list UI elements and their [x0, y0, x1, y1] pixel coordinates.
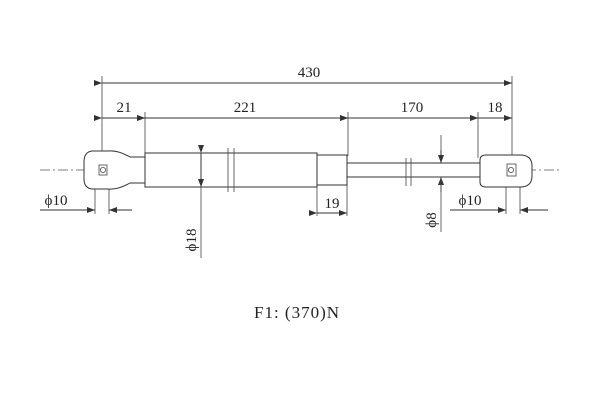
cylinder-diameter-dimension: ϕ18 [184, 145, 204, 258]
cylinder-diameter-label: ϕ18 [184, 229, 200, 252]
overall-length-label: 430 [298, 65, 321, 81]
right-end-label: 18 [488, 100, 503, 116]
overall-length-dimension: 430 [94, 65, 512, 86]
force-label: F1: (370)N [254, 303, 340, 322]
extension-lines [94, 76, 521, 216]
collar-length-dimension: 19 [309, 196, 347, 216]
left-eye-slot [98, 164, 108, 176]
rod-diameter-dimension: ϕ8 [424, 135, 444, 232]
cylinder-collar [316, 154, 348, 186]
segment-dimensions: 21 221 170 18 [94, 100, 512, 121]
left-end-fitting [83, 150, 146, 190]
right-eye-diameter-dimension: ϕ10 [450, 193, 548, 213]
left-eye-diameter-label: ϕ10 [45, 193, 68, 209]
cylinder-body [144, 148, 348, 192]
right-eye-diameter-label: ϕ10 [459, 193, 482, 209]
left-end-label: 21 [117, 100, 132, 116]
right-eye-hole [507, 166, 514, 173]
left-eye-hole [100, 166, 107, 173]
left-eye-diameter-dimension: ϕ10 [40, 193, 132, 213]
piston-rod [346, 158, 481, 186]
collar-length-label: 19 [325, 196, 340, 212]
rod-length-label: 170 [401, 100, 424, 116]
right-end-fitting [479, 154, 533, 188]
right-eye-slot [506, 163, 517, 177]
rod-diameter-label: ϕ8 [424, 212, 440, 227]
cylinder-length-label: 221 [234, 100, 257, 116]
